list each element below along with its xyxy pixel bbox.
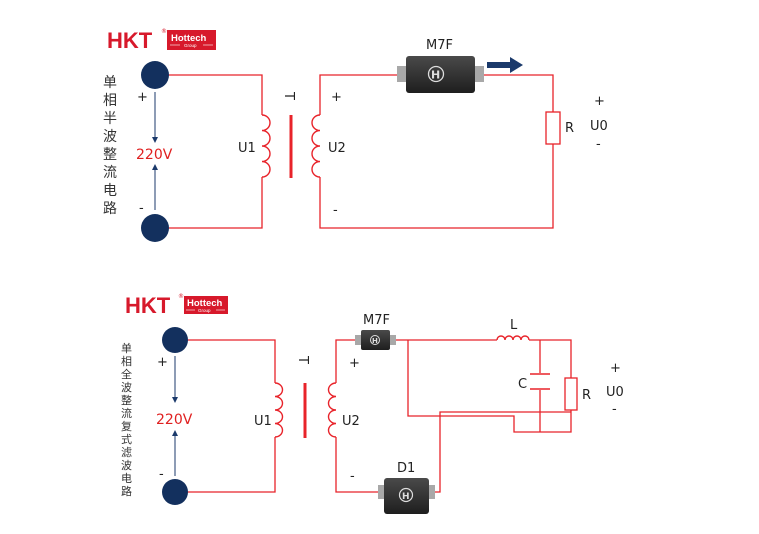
brand-letters: HKT: [125, 293, 171, 318]
brand-logo-bottom: HKT ® Hottech Group: [125, 293, 228, 318]
svg-text:H: H: [402, 492, 410, 502]
output-minus: -: [596, 137, 601, 152]
title-char: 相: [103, 93, 117, 109]
input-terminal-top: [162, 327, 188, 353]
title-char: 路: [103, 201, 117, 217]
secondary-plus: +: [331, 90, 342, 105]
title-char: 相: [121, 355, 132, 368]
half-wave-title: 单 相 半 波 整 流 电 路: [103, 75, 117, 217]
primary-label: U1: [254, 414, 272, 429]
svg-text:H: H: [431, 69, 440, 82]
title-char: 单: [121, 342, 132, 355]
brand-name: Hottech: [171, 33, 207, 44]
svg-text:H: H: [372, 337, 378, 345]
resistor-label: R: [565, 121, 574, 136]
input-plus: +: [157, 355, 168, 370]
secondary-minus: -: [350, 469, 355, 484]
diode-top-label: M7F: [363, 313, 390, 328]
diode-bottom-label: D1: [397, 461, 415, 476]
half-wave-circuit: 单 相 半 波 整 流 电 路 + - 220V T U1: [103, 38, 608, 242]
title-char: 流: [103, 165, 117, 181]
secondary-label: U2: [328, 141, 346, 156]
inductor-label: L: [510, 318, 518, 333]
diode-m7f-chip: H: [397, 56, 484, 93]
title-char: 波: [121, 459, 132, 472]
secondary-plus: +: [349, 356, 360, 371]
brand-registered: ®: [178, 293, 184, 300]
brand-letters: HKT: [107, 28, 153, 53]
full-wave-circuit: 单 相 全 波 整 流 复 式 滤 波 电 路: [121, 313, 624, 514]
primary-label: U1: [238, 141, 256, 156]
title-char: 半: [103, 111, 117, 127]
title-char: 滤: [121, 446, 132, 459]
title-char: 整: [103, 147, 117, 163]
secondary-label: U2: [342, 414, 360, 429]
title-char: 路: [121, 485, 132, 498]
input-terminal-bottom: [162, 479, 188, 505]
title-char: 复: [121, 419, 132, 433]
transformer-label: T: [281, 91, 296, 100]
title-char: 流: [121, 406, 132, 420]
brand-name: Hottech: [187, 298, 223, 309]
output-plus: +: [594, 94, 605, 109]
inductor-coil: [496, 335, 530, 341]
brand-logo-top: HKT ® Hottech Group: [107, 28, 216, 53]
transformer-primary-coil: [261, 114, 271, 178]
input-terminal-top: [141, 61, 169, 89]
half-wave-wires: [155, 74, 554, 229]
input-terminal-bottom: [141, 214, 169, 242]
input-minus: -: [139, 201, 144, 216]
title-char: 电: [121, 472, 132, 485]
brand-group: Group: [184, 43, 197, 48]
capacitor-label: C: [518, 377, 527, 392]
title-char: 式: [121, 433, 132, 446]
transformer-secondary-coil: [327, 382, 337, 438]
title-char: 单: [103, 75, 117, 91]
output-label: U0: [590, 119, 608, 134]
transformer-secondary-coil: [311, 114, 321, 178]
diode-d1-chip: H: [378, 478, 435, 514]
title-char: 全: [121, 367, 132, 381]
input-voltage-label: 220V: [136, 147, 173, 163]
current-direction-arrow-icon: [487, 57, 523, 73]
transformer-primary-coil: [274, 382, 284, 438]
brand-group: Group: [198, 308, 211, 313]
input-voltage-label: 220V: [156, 412, 193, 428]
load-resistor: [564, 377, 578, 411]
title-char: 电: [103, 183, 117, 199]
brand-registered: ®: [161, 28, 167, 35]
diode-m7f-chip: H: [355, 330, 396, 350]
full-wave-wires: [175, 339, 572, 493]
output-minus: -: [612, 402, 617, 417]
title-char: 整: [121, 393, 132, 407]
capacitor: [530, 373, 550, 390]
full-wave-title: 单 相 全 波 整 流 复 式 滤 波 电 路: [121, 342, 132, 498]
diode-label: M7F: [426, 38, 453, 53]
output-plus: +: [610, 361, 621, 376]
input-plus: +: [137, 90, 148, 105]
resistor-label: R: [582, 388, 591, 403]
transformer-label: T: [295, 355, 310, 364]
output-label: U0: [606, 385, 624, 400]
input-minus: -: [159, 467, 164, 482]
secondary-minus: -: [333, 203, 338, 218]
title-char: 波: [121, 381, 132, 394]
load-resistor: [545, 111, 561, 145]
title-char: 波: [103, 129, 117, 145]
